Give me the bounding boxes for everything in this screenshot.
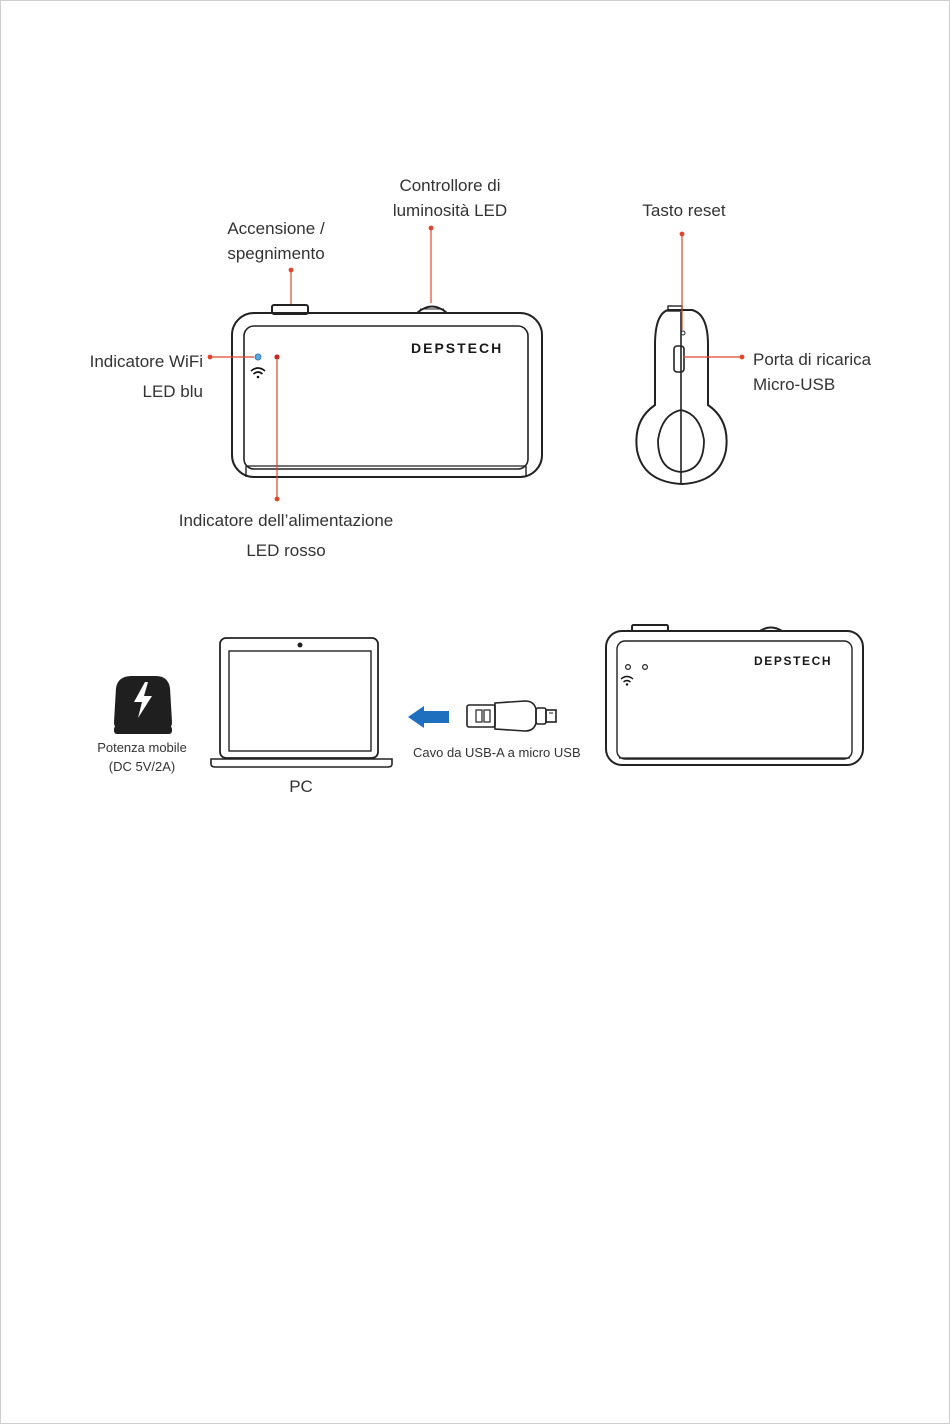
power-label-line1: Accensione / — [206, 216, 346, 241]
device-front-view — [232, 305, 542, 477]
power-led-label-line1: Indicatore dell’alimentazione — [156, 506, 416, 536]
power-led-2 — [643, 665, 648, 670]
device-front-view-2 — [606, 625, 863, 765]
power-switch-label: Accensione / spegnimento — [206, 216, 346, 266]
power-label-line2: spegnimento — [206, 241, 346, 266]
wifi-icon-2 — [621, 677, 633, 686]
laptop-icon — [211, 638, 392, 767]
arrow-left-icon — [408, 706, 449, 728]
powerbank-label-line2: (DC 5V/2A) — [82, 757, 202, 776]
power-led — [274, 354, 279, 359]
micro-usb-port — [674, 346, 684, 372]
power-indicator-label: Indicatore dell’alimentazione LED rosso — [156, 506, 416, 566]
callout-lines — [208, 226, 745, 502]
charging-label-line2: Micro-USB — [753, 372, 923, 397]
power-bank-label: Potenza mobile (DC 5V/2A) — [82, 738, 202, 776]
pc-label: PC — [271, 774, 331, 799]
brightness-label-line1: Controllore di — [375, 173, 525, 198]
wifi-led-2 — [626, 665, 631, 670]
wifi-label-line2: LED blu — [60, 377, 203, 407]
cable-label: Cavo da USB-A a micro USB — [413, 743, 603, 762]
brand-logo-2: DEPSTECH — [754, 652, 832, 670]
powerbank-label-line1: Potenza mobile — [82, 738, 202, 757]
device-side-view — [636, 306, 726, 484]
wifi-led — [255, 354, 261, 360]
brightness-controller-label: Controllore di luminosità LED — [375, 173, 525, 223]
power-bank-icon — [114, 676, 172, 734]
wifi-label-line1: Indicatore WiFi — [60, 347, 203, 377]
wifi-indicator-label: Indicatore WiFi LED blu — [60, 347, 203, 407]
reset-button-label: Tasto reset — [624, 198, 744, 223]
charging-label-line1: Porta di ricarica — [753, 347, 923, 372]
brightness-label-line2: luminosità LED — [375, 198, 525, 223]
wifi-icon — [251, 368, 265, 378]
brand-logo: DEPSTECH — [411, 338, 503, 358]
usb-cable-icon — [467, 701, 556, 731]
power-led-label-line2: LED rosso — [156, 536, 416, 566]
webcam-icon — [298, 643, 303, 648]
charging-port-label: Porta di ricarica Micro-USB — [753, 347, 923, 397]
